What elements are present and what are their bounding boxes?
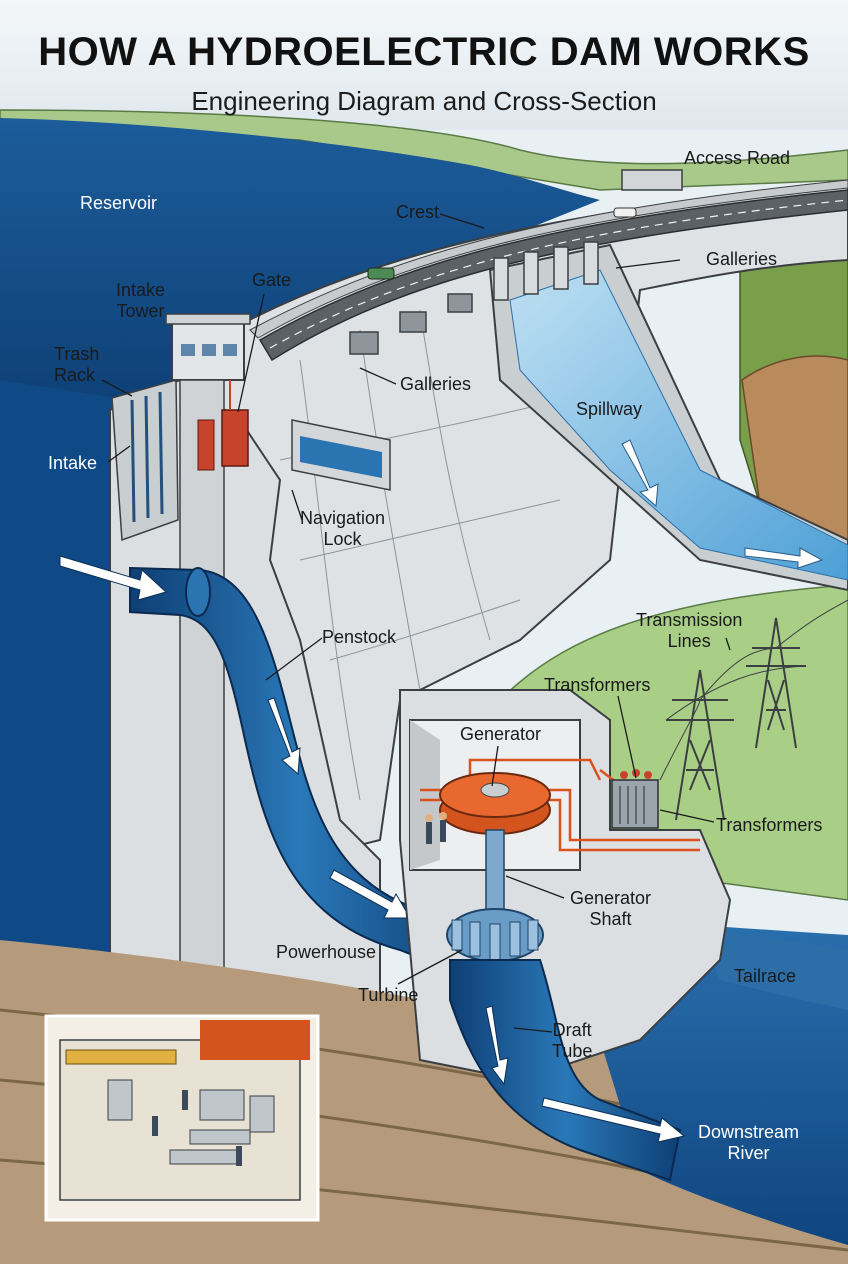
generator-shaft xyxy=(485,829,505,921)
spillway-flow-arrows xyxy=(621,439,824,569)
label-intake-tower: Intake Tower xyxy=(116,280,166,321)
label-reservoir: Reservoir xyxy=(80,193,158,213)
car-white xyxy=(613,207,637,218)
label-turbine: Turbine xyxy=(358,985,419,1005)
crest-road xyxy=(258,189,848,362)
page-subtitle: Engineering Diagram and Cross-Section xyxy=(191,86,657,116)
label-gate: Gate xyxy=(252,270,292,290)
label-galleries-right: Galleries xyxy=(706,249,778,269)
intake-gate xyxy=(221,409,249,467)
spillway-gate-piers xyxy=(493,241,599,301)
label-transformers-right: Transformers xyxy=(716,815,823,835)
label-draft-tube: Draft Tube xyxy=(552,1020,593,1061)
label-spillway: Spillway xyxy=(576,399,643,419)
label-penstock: Penstock xyxy=(322,627,397,647)
label-tailrace: Tailrace xyxy=(734,966,797,986)
penstock-valve xyxy=(185,567,211,617)
access-road-gatehouse xyxy=(621,169,683,191)
label-crest: Crest xyxy=(396,202,440,222)
leader-lines xyxy=(101,213,731,1033)
label-generator: Generator xyxy=(460,724,542,744)
label-downstream-river: Downstream River xyxy=(698,1122,800,1163)
label-trash-rack: Trash Rack xyxy=(54,344,100,385)
page-title: HOW A HYDROELECTRIC DAM WORKS xyxy=(38,30,810,74)
transmission-cables xyxy=(659,599,848,781)
sky xyxy=(0,0,848,130)
tailrace-water xyxy=(700,930,848,1010)
turbine-blades xyxy=(451,919,539,961)
label-transformers-top: Transformers xyxy=(544,675,651,695)
label-navigation-lock: Navigation Lock xyxy=(300,508,386,549)
dam-face-joints xyxy=(279,309,561,801)
draft-tube-flow-arrows xyxy=(485,1005,686,1143)
label-galleries-center: Galleries xyxy=(400,374,472,394)
label-access-road: Access Road xyxy=(684,148,791,168)
reservoir-water-lower xyxy=(0,380,140,1010)
transformer xyxy=(611,779,659,829)
workers xyxy=(425,812,447,844)
car-green xyxy=(367,267,395,280)
gallery-openings xyxy=(349,293,473,355)
reservoir-water xyxy=(0,118,600,470)
label-generator-shaft: Generator Shaft xyxy=(570,888,652,929)
intake-shaft xyxy=(179,379,225,981)
right-cliff xyxy=(741,355,848,541)
spillway-water xyxy=(509,269,848,581)
trash-rack-grid xyxy=(130,391,164,523)
label-powerhouse: Powerhouse xyxy=(276,942,377,962)
label-intake: Intake xyxy=(48,453,98,473)
label-transmission-lines: Transmission Lines xyxy=(636,610,743,651)
penstock-flow-arrows xyxy=(59,555,411,919)
